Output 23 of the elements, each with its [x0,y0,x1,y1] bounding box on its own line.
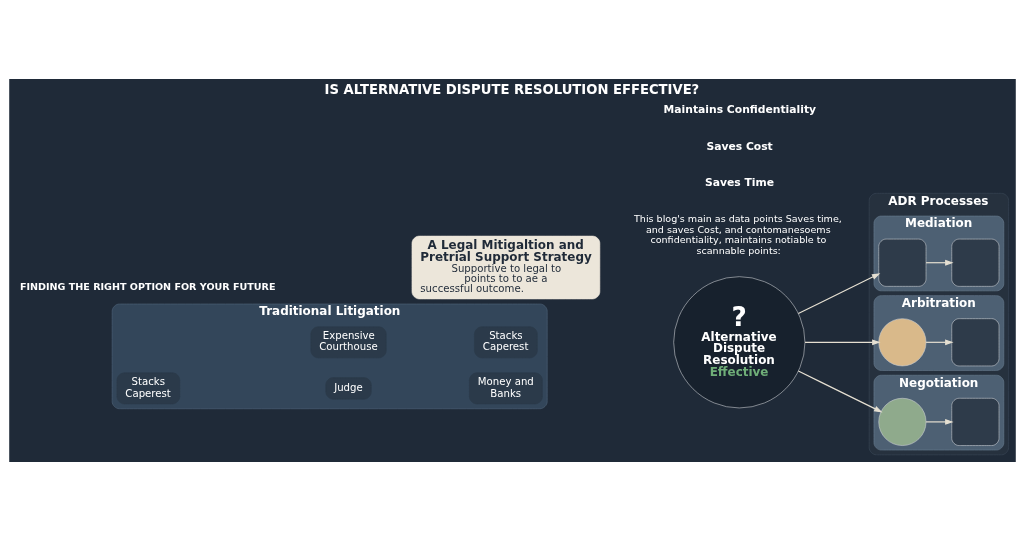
label: This blog's main as data points Saves time, and saves Cost, and contomanesoems confidentiality, maintains notiable to scannable points: [633,212,842,257]
arrow [925,259,954,266]
node-box [877,238,926,287]
arrow [797,370,882,413]
node-box [950,397,999,446]
node-box [950,318,999,367]
label: Saves Cost [705,139,773,153]
arrow [925,339,954,346]
arrow [925,418,954,425]
diagram-title: IS ALTERNATIVE DISPUTE RESOLUTION EFFECTIVE? [324,81,699,97]
node-circle: ? Alternative Dispute Resolution Effective [672,276,805,409]
node-box: Stacks Caperest [116,372,180,405]
arrow [797,273,880,315]
label: Saves Time [704,176,774,190]
cluster: Mediation [873,215,1004,292]
caption: FINDING THE RIGHT OPTION FOR YOUR FUTURE [19,281,275,293]
arrow [803,339,881,346]
node-box: Money and Banks [468,372,543,405]
node-box [950,238,999,287]
node-box: A Legal Mitigaltion and Pretrial Support Strategy Supportive to legal to points to to ae a successful outcome. [411,235,600,300]
label: Maintains Confidentiality [663,103,816,117]
node-circle [877,397,926,446]
node-circle [877,318,926,367]
